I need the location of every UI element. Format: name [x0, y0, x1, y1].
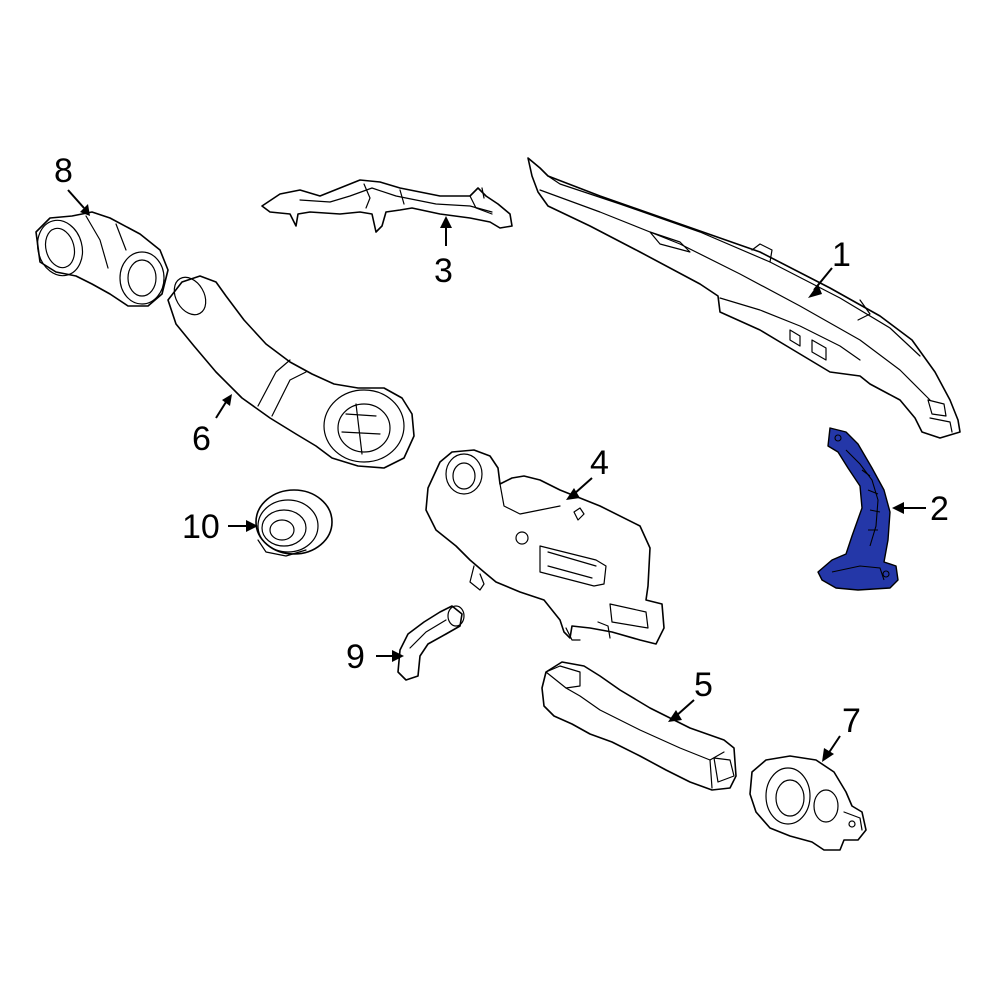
leader-lines — [67, 189, 926, 762]
callout-1: 1 — [832, 236, 851, 274]
callout-8: 8 — [54, 152, 73, 190]
part-6-hose[interactable] — [167, 272, 415, 469]
part-5-duct[interactable] — [541, 661, 737, 791]
part-10-grommet[interactable] — [255, 489, 333, 557]
part-7-vent-housing[interactable] — [749, 755, 867, 851]
part-9-small-hose[interactable] — [397, 605, 465, 681]
callout-10: 10 — [182, 508, 220, 546]
callout-9: 9 — [346, 638, 365, 676]
callout-5: 5 — [694, 666, 713, 704]
part-2-shape — [817, 427, 899, 591]
part-4-duct-housing[interactable] — [425, 449, 665, 645]
part-2-bracket[interactable] — [817, 427, 899, 591]
callout-4: 4 — [590, 444, 609, 482]
callout-6: 6 — [192, 420, 211, 458]
callout-3: 3 — [434, 252, 453, 290]
callout-2: 2 — [930, 490, 949, 528]
callout-7: 7 — [842, 702, 861, 740]
part-3-bracket[interactable] — [261, 179, 513, 233]
part-8-elbow-duct[interactable] — [32, 211, 169, 307]
part-1-main-duct[interactable] — [527, 157, 961, 439]
